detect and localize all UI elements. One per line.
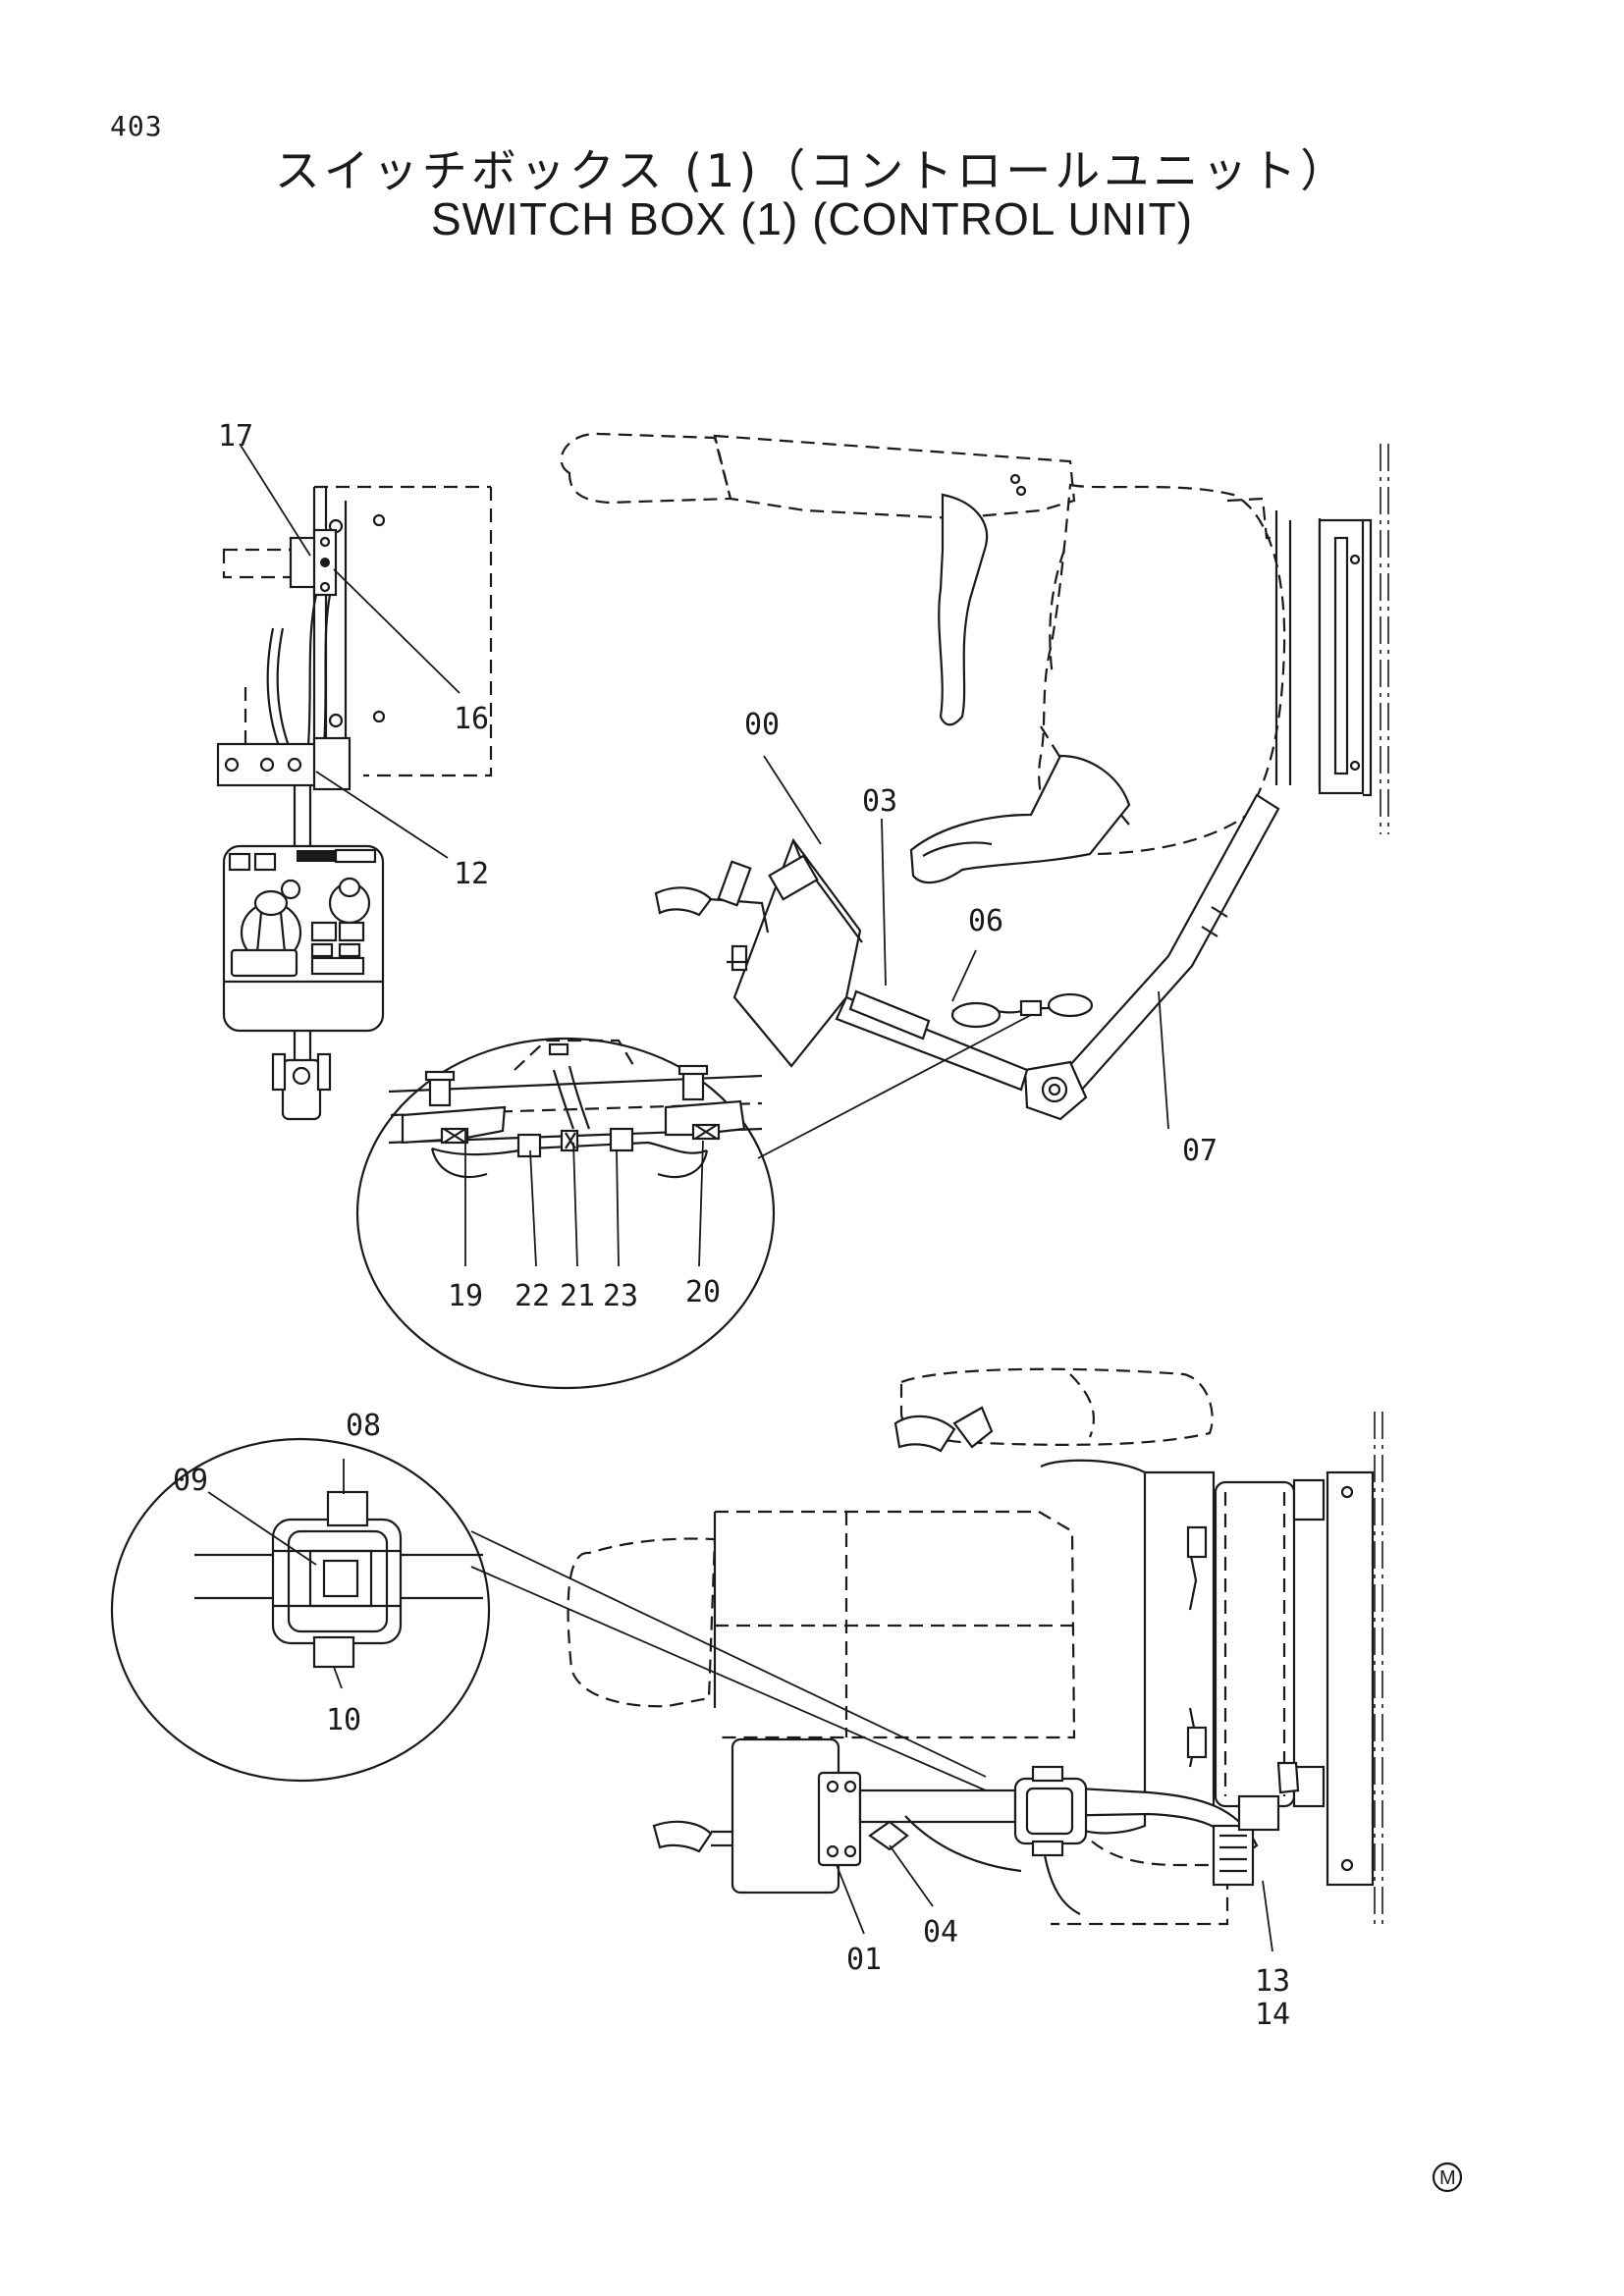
part-label-04: 04 [923, 1915, 958, 1949]
title-english: SWITCH BOX (1) (CONTROL UNIT) [430, 193, 1194, 244]
side-view-control-unit [216, 485, 493, 1121]
seat-perspective-view [560, 432, 1389, 1121]
part-label-20: 20 [685, 1275, 721, 1309]
part-label-13: 13 [1255, 1964, 1290, 1999]
part-label-12: 12 [454, 857, 489, 891]
part-label-01: 01 [846, 1943, 882, 1977]
part-label-14: 14 [1255, 1998, 1290, 2032]
part-label-17: 17 [218, 419, 253, 454]
part-label-08: 08 [346, 1409, 381, 1443]
corner-mark: M [1432, 2162, 1463, 2193]
part-label-16: 16 [454, 702, 489, 736]
part-label-06: 06 [968, 904, 1003, 938]
part-label-03: 03 [862, 784, 897, 819]
page-number: 403 [110, 110, 163, 142]
part-label-22: 22 [514, 1279, 550, 1313]
part-label-23: 23 [603, 1279, 638, 1313]
detail-circle-linkage [355, 1014, 1032, 1390]
part-label-10: 10 [326, 1703, 361, 1737]
detail-circle-bracket [110, 1437, 987, 1791]
corner-mark-text: M [1439, 2167, 1456, 2189]
part-label-09: 09 [173, 1464, 208, 1498]
part-label-07: 07 [1182, 1134, 1218, 1168]
title-japanese: スイッチボックス (1)（コントロールユニット） [274, 144, 1350, 197]
part-label-21: 21 [560, 1279, 595, 1313]
seat-top-view [567, 1367, 1383, 1926]
part-label-00: 00 [744, 708, 780, 742]
leader-lines [207, 443, 1273, 1952]
part-label-19: 19 [448, 1279, 483, 1313]
